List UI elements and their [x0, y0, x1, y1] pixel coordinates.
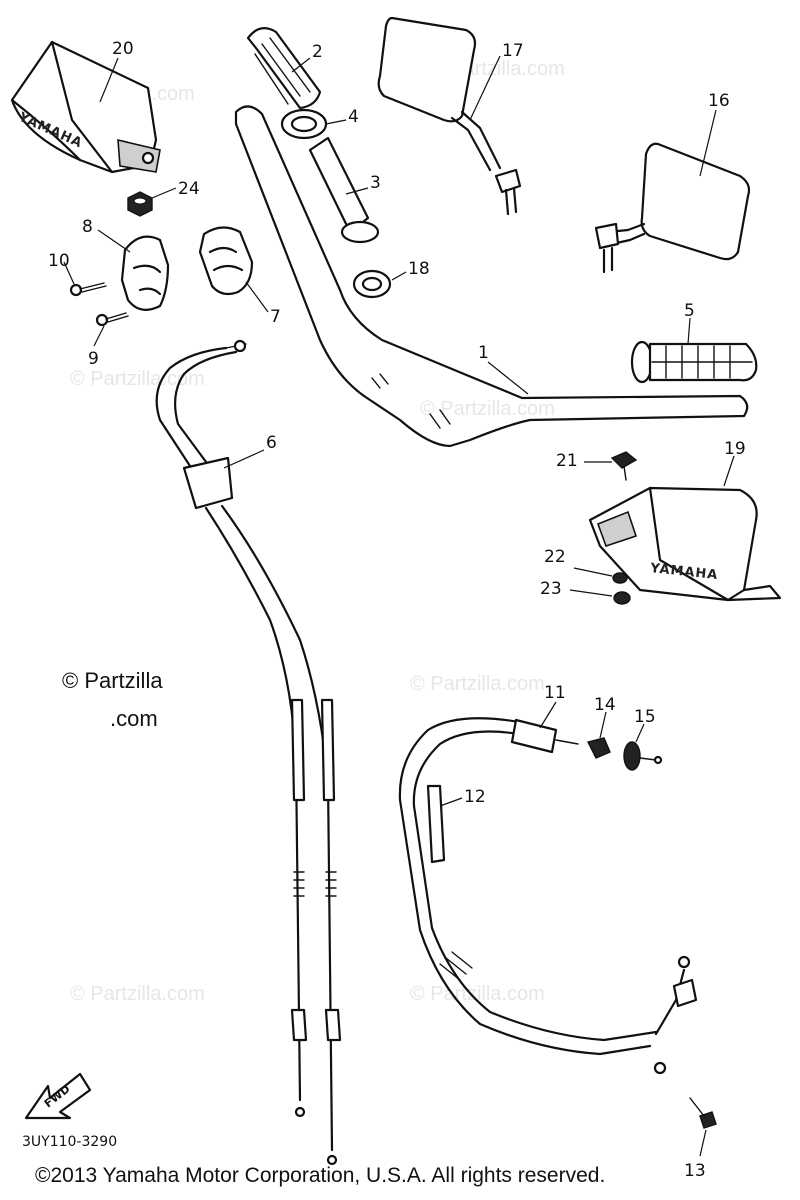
callout-3: 3: [370, 173, 381, 193]
callout-19: 19: [724, 439, 746, 459]
part-22-nut: [612, 572, 628, 584]
watermark: © Partzilla.com: [420, 398, 555, 420]
callout-23: 23: [540, 579, 562, 599]
part-16-mirror: [594, 142, 751, 274]
callout-labels: 1 2 3 4 5 6 7 8 9 10 11 12 13 14 15 16 1…: [48, 39, 746, 1181]
yamaha-logo: YAMAHA: [649, 561, 719, 583]
callout-5: 5: [684, 301, 695, 321]
callout-6: 6: [266, 433, 277, 453]
watermark: © Partzilla.com: [70, 983, 205, 1005]
watermark: © Partzilla.com: [410, 983, 545, 1005]
part-14-nut: [586, 737, 611, 759]
part-4-collar: [280, 108, 328, 140]
watermark: © Partzilla.com: [410, 673, 545, 695]
partzilla-copyright-line-2: .com: [110, 706, 158, 731]
callout-15: 15: [634, 707, 656, 727]
callout-11: 11: [544, 683, 566, 703]
part-5-grip: [630, 340, 758, 384]
part-23-nut: [613, 591, 631, 605]
callout-12: 12: [464, 787, 486, 807]
part-2-grip: [246, 27, 322, 110]
part-21-bolt: [610, 451, 638, 481]
callout-20: 20: [112, 39, 134, 59]
part-11-adjuster: [510, 718, 579, 754]
partzilla-copyright-line-1: © Partzilla: [62, 668, 163, 693]
callout-4: 4: [348, 107, 359, 127]
part-3-throttle-tube: [308, 136, 380, 244]
callout-9: 9: [88, 349, 99, 369]
callout-8: 8: [82, 217, 93, 237]
watermark: © Partzilla.com: [70, 368, 205, 390]
part-17-mirror: [377, 16, 522, 216]
callout-18: 18: [408, 259, 430, 279]
callout-16: 16: [708, 91, 730, 111]
callout-10: 10: [48, 251, 70, 271]
part-7-lever-holder: [198, 226, 254, 296]
callout-13: 13: [684, 1161, 706, 1181]
part-20-left-hand-guard: YAMAHA: [10, 40, 161, 174]
callout-14: 14: [594, 695, 616, 715]
part-9-screw: [95, 312, 129, 327]
part-13-bolt: [689, 1097, 717, 1129]
footer-copyright: ©2013 Yamaha Motor Corporation, U.S.A. A…: [35, 1164, 606, 1187]
callout-2: 2: [312, 42, 323, 62]
part-19-right-hand-guard: YAMAHA: [588, 486, 782, 602]
callout-21: 21: [556, 451, 578, 471]
part-24-nut: [127, 191, 153, 217]
part-6-throttle-cable: [155, 339, 342, 1166]
part-18-collar: [352, 269, 392, 299]
part-8-lever-holder: [120, 235, 170, 311]
callout-7: 7: [270, 307, 281, 327]
callout-17: 17: [502, 41, 524, 61]
part-12-clutch-cable: [398, 717, 698, 1075]
forward-arrow: FWD: [24, 1072, 92, 1120]
leader-lines: [63, 55, 735, 1157]
callout-1: 1: [478, 343, 489, 363]
callout-24: 24: [178, 179, 200, 199]
callout-22: 22: [544, 547, 566, 567]
part-1-handlebar: [234, 105, 749, 448]
part-15-lock-nut: [623, 741, 663, 771]
diagram-code: 3UY110-3290: [22, 1134, 118, 1150]
part-10-screw: [69, 282, 107, 297]
